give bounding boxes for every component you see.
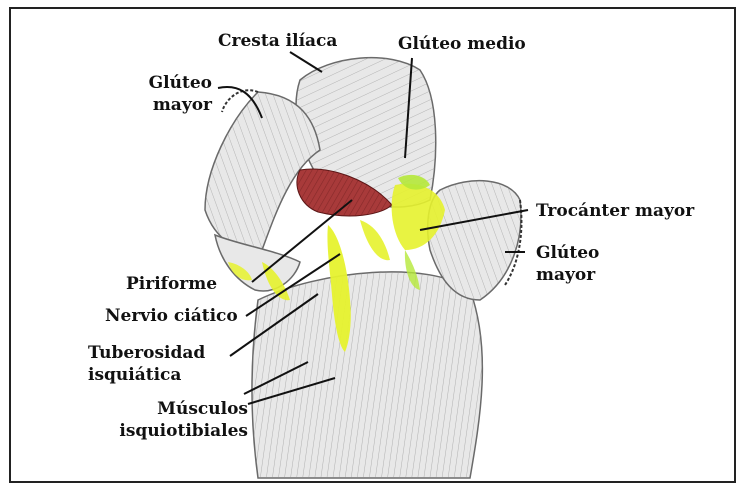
label-gluteo-mayor-right: Glúteo mayor xyxy=(536,242,599,286)
leader-trocanter xyxy=(419,209,529,231)
leader-lines xyxy=(217,51,529,405)
label-piriforme: Piriforme xyxy=(126,274,218,294)
leader-gluteo-medio xyxy=(404,57,413,159)
label-gluteo-medio: Glúteo medio xyxy=(398,34,526,54)
pelvis-left xyxy=(213,233,301,292)
label-gluteo-mayor-right-line2: mayor xyxy=(536,265,596,285)
label-gluteo-mayor-left: Glúteo mayor xyxy=(132,72,212,116)
label-tuberosidad-line2: isquiática xyxy=(88,365,182,385)
label-gluteo-mayor-left-line1: Glúteo xyxy=(148,73,212,93)
label-musculos-line1: Músculos xyxy=(157,399,248,419)
leader-tuberosidad xyxy=(229,293,319,357)
label-nervio-ciatico: Nervio ciático xyxy=(105,306,238,326)
leader-piriforme xyxy=(251,199,353,283)
leader-cresta-iliaca xyxy=(289,51,323,73)
label-gluteo-mayor-left-line2: mayor xyxy=(152,95,212,115)
label-musculos-line2: isquiotibiales xyxy=(119,421,248,441)
trocanter-highlight xyxy=(391,183,445,250)
leader-musculos-1 xyxy=(243,361,309,395)
label-cresta-iliaca: Cresta ilíaca xyxy=(218,31,338,51)
leader-musculos-2 xyxy=(247,377,336,405)
label-gluteo-mayor-right-line1: Glúteo xyxy=(536,243,600,263)
label-musculos: Músculos isquiotibiales xyxy=(110,398,248,442)
nervio-ciatico-highlight xyxy=(327,225,351,352)
leader-gluteo-mayor-left xyxy=(217,86,263,119)
label-tuberosidad-line1: Tuberosidad xyxy=(88,343,206,363)
muscle-drawing xyxy=(204,56,523,479)
leader-nervio-ciatico xyxy=(245,253,341,317)
label-trocanter-mayor: Trocánter mayor xyxy=(536,201,695,221)
label-tuberosidad: Tuberosidad isquiática xyxy=(88,342,205,386)
